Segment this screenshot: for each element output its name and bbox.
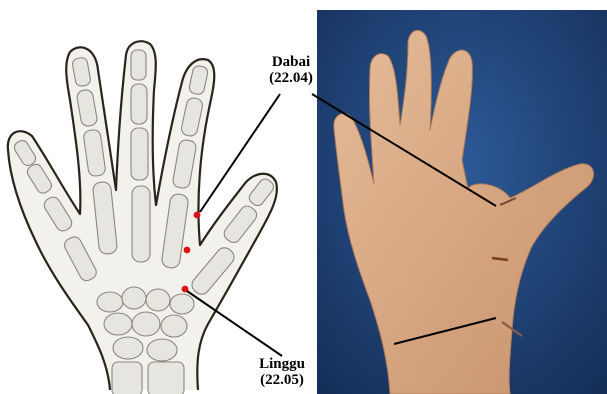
acupoint-middle [184,247,191,254]
label-dabai-name: Dabai [256,54,326,70]
label-dabai: Dabai (22.04) [256,54,326,86]
label-linggu-code: (22.05) [242,372,322,388]
forearm-bones [112,362,184,394]
label-linggu: Linggu (22.05) [242,356,322,388]
hand-photo [317,10,607,394]
skeleton-hand-illustration [8,41,277,394]
label-linggu-name: Linggu [242,356,322,372]
label-dabai-code: (22.04) [256,70,326,86]
acupoint-dabai [194,212,201,219]
